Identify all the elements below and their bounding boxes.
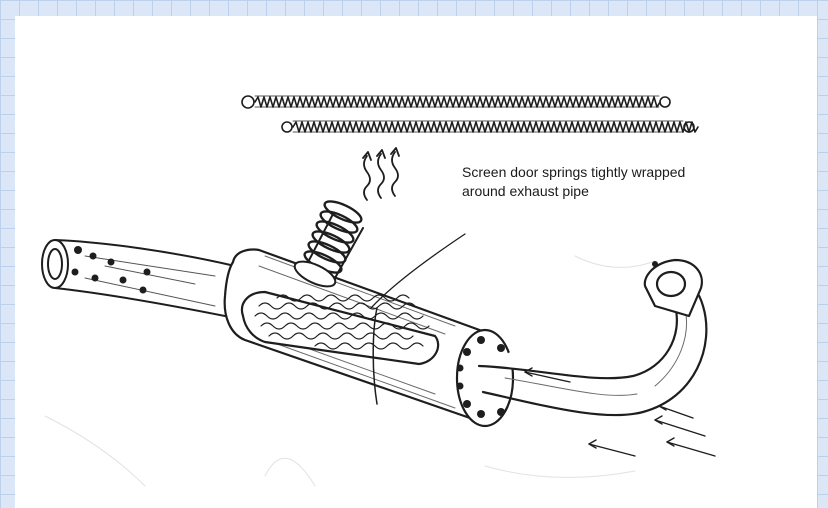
- heat-waves: [363, 148, 399, 200]
- muffler-body: [225, 250, 485, 419]
- spring-top: [242, 96, 670, 108]
- springs-callout-label: Screen door springs tightly wrapped arou…: [462, 163, 782, 201]
- muffler-sketch: [15, 16, 817, 508]
- flow-arrows: [525, 368, 715, 456]
- tail-pipe: [42, 240, 235, 318]
- spring-bottom: [282, 121, 698, 132]
- intake-pipe: [479, 260, 706, 415]
- wrapped-riser: [291, 197, 364, 291]
- illustration-panel: Screen door springs tightly wrapped arou…: [15, 16, 817, 508]
- tail-pipe-holes: [72, 246, 151, 294]
